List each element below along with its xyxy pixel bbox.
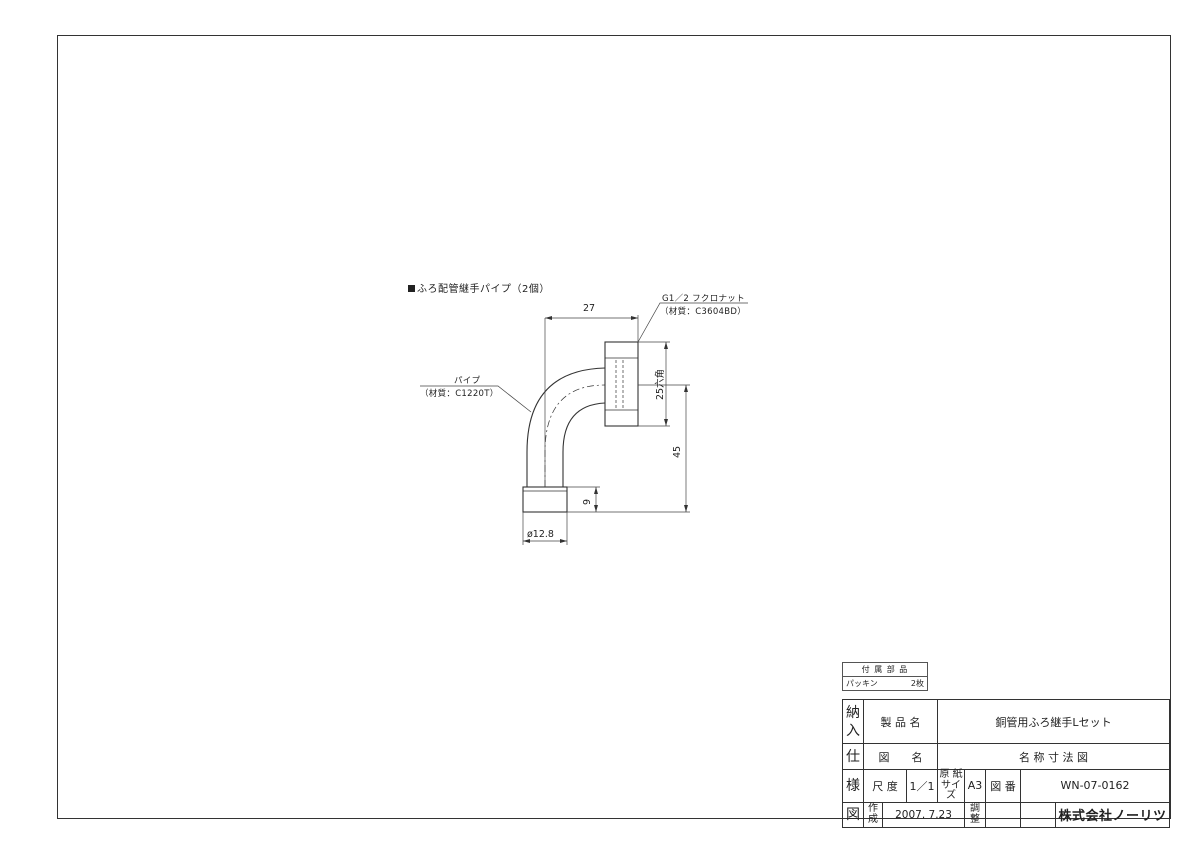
dim-diameter: ø12.8 (527, 529, 554, 540)
scale-value: 1／1 (906, 769, 939, 803)
created-date: 2007. 7.23 (881, 801, 966, 828)
dim-width-top: 27 (583, 303, 596, 314)
paper-size-label: 原 紙サイズ (937, 769, 966, 803)
drawing-no: WN-07-0162 (1020, 769, 1170, 803)
pipe-outer-edge (526, 367, 606, 487)
side-label-5: 図 (842, 801, 864, 828)
pipe-note-line2: （材質：C1220T） (420, 389, 499, 399)
side-label-top: 納入 (842, 699, 864, 744)
adjust-blank-1 (985, 801, 1022, 828)
side-label-4: 様 (842, 769, 864, 803)
dim-end-length: 9 (582, 498, 593, 505)
paper-size: A3 (964, 769, 987, 803)
nut-note-line1: G1／2 フクロナット (662, 294, 745, 304)
drawing-name-label: 図 名 (862, 743, 939, 770)
adjust-label: 調整 (964, 801, 987, 828)
title-block: 納入 製 品 名 銅管用ふろ継手Lセット 仕 図 名 名 称 寸 法 図 様 尺… (842, 699, 1170, 828)
accessories-qty: 2枚 (898, 676, 928, 691)
pipe-centerline (544, 384, 606, 487)
accessories-item: パッキン (841, 676, 899, 691)
accessories-header: 付 属 部 品 (842, 662, 928, 677)
drawing-frame (57, 35, 1171, 819)
square-bullet-icon (408, 285, 415, 292)
product-name-label: 製 品 名 (862, 699, 939, 744)
drawing-no-label: 図 番 (985, 769, 1022, 803)
accessories-table: 付 属 部 品 パッキン 2枚 (841, 662, 928, 691)
drawing-name: 名 称 寸 法 図 (937, 743, 1170, 770)
nut-note-line2: （材質：C3604BD） (660, 307, 747, 317)
pipe-note-line1: パイプ (454, 376, 481, 386)
side-label-3: 仕 (842, 743, 864, 770)
company-logo: 株式会社ノーリツ (1055, 801, 1170, 828)
scale-label: 尺 度 (862, 769, 908, 803)
section-title: ふろ配管継手パイプ（2個） (408, 280, 550, 295)
pipe-inner-edge (562, 402, 606, 487)
dim-height-total: 45 (672, 445, 683, 458)
adjust-blank-2 (1020, 801, 1057, 828)
created-label: 作成 (863, 801, 883, 828)
cap-nut (604, 341, 639, 427)
product-name: 銅管用ふろ継手Lセット (937, 699, 1170, 744)
dim-hex-size: 25六角 (655, 368, 666, 400)
